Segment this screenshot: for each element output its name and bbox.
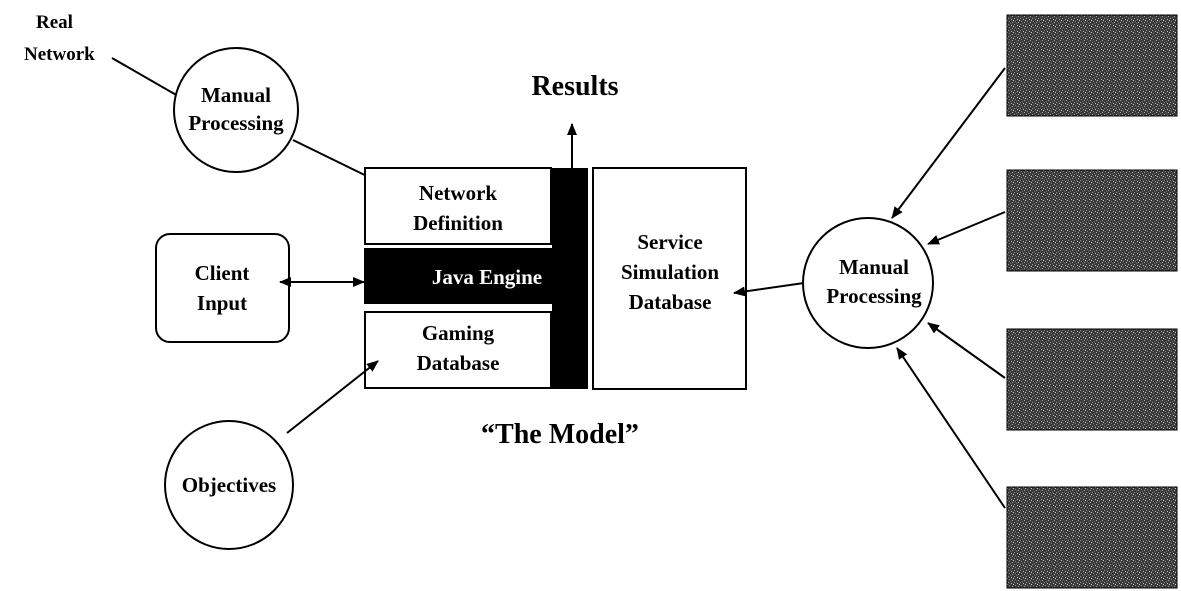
manual-processing-right-line1: Manual [839,255,909,279]
real-network-label-line1: Real [36,12,73,33]
gaming-database-line1: Gaming [422,321,495,345]
source4-to-manual-arrow [896,347,1006,509]
source1-to-manual-arrow [891,67,1006,219]
network-definition-line2: Definition [413,211,503,235]
the-model-caption: “The Model” [481,419,639,450]
source2-to-manual-arrow [927,211,1006,245]
objectives-label: Objectives [182,473,276,497]
source3-to-manual-arrow [927,322,1006,379]
source-image-4 [1006,486,1178,589]
real-network-line [111,57,179,97]
client-input-line2: Input [197,291,247,315]
manual-processing-right-line2: Processing [826,284,922,308]
java-engine-label: Java Engine [432,265,542,289]
network-definition-line1: Network [419,181,497,205]
manual-processing-left-line2: Processing [188,111,284,135]
service-simulation-line2: Simulation [621,260,719,284]
manual-processing-right-circle [802,217,934,349]
service-simulation-database-box [592,167,747,390]
gaming-database-line2: Database [417,351,500,375]
service-simulation-line3: Database [629,290,712,314]
source-image-3 [1006,328,1178,431]
gaming-database-box [364,311,552,389]
objectives-to-gaming-arrow [286,360,379,434]
manual-processing-left-circle [173,47,299,173]
service-simulation-line1: Service [637,230,702,254]
client-input-line1: Client [195,261,250,285]
objectives-circle [164,420,294,550]
model-vertical-bar [552,168,588,389]
real-network-label-line2: Network [24,44,95,65]
manual-processing-left-line1: Manual [201,83,271,107]
manual-to-service-arrow [733,282,805,297]
source-image-1 [1006,14,1178,117]
results-label: Results [531,71,618,102]
client-input-box [155,233,290,343]
source-image-2 [1006,169,1178,272]
network-definition-box [364,167,552,245]
java-engine-bar [364,248,587,304]
